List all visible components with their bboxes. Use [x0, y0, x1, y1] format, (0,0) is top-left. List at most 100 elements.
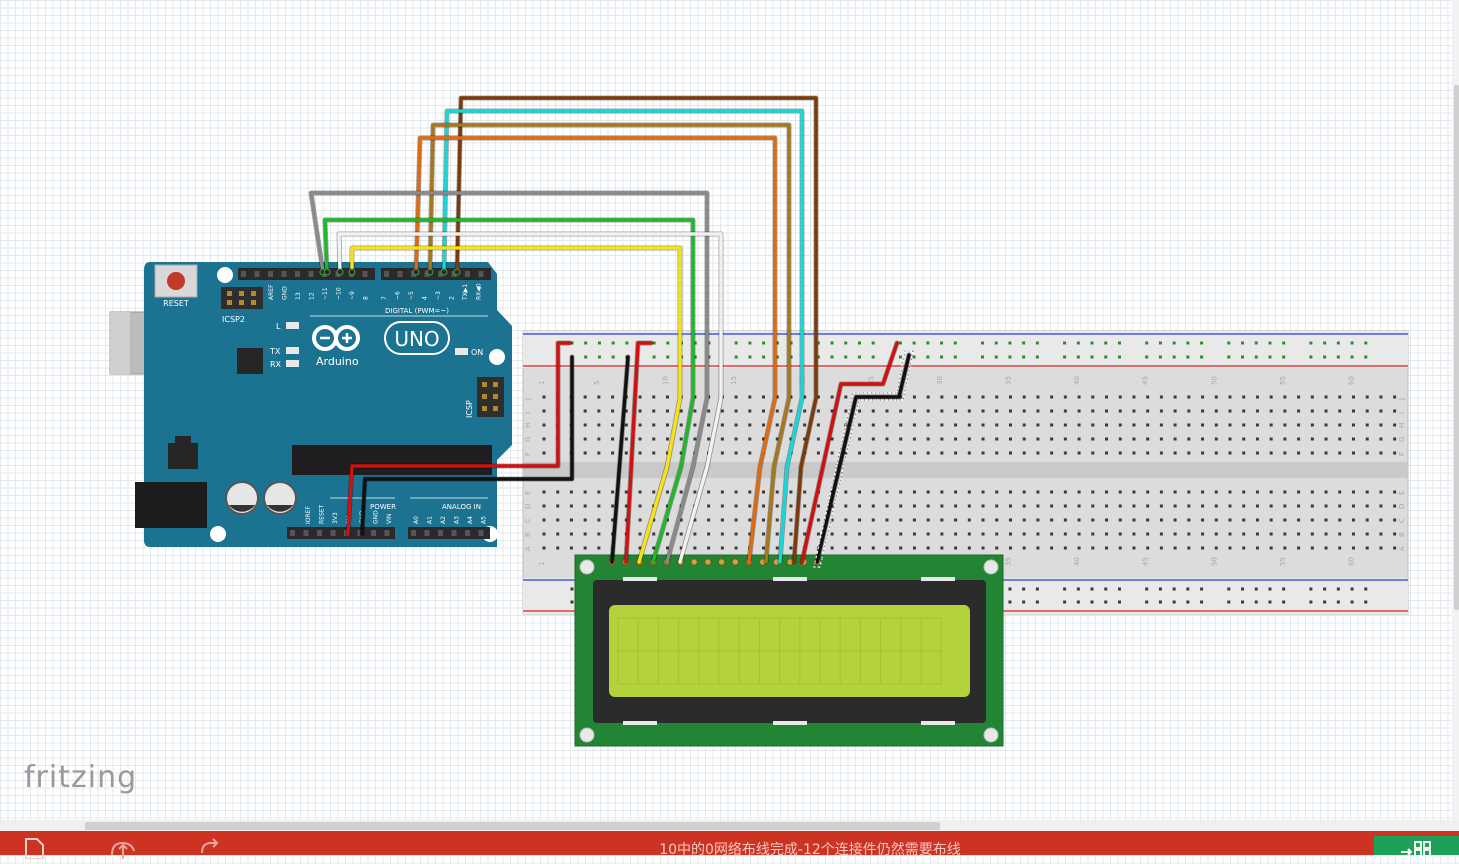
power-rail-hole: [1350, 355, 1354, 359]
power-rail-hole: [1336, 587, 1340, 591]
breadboard-hole: [1393, 423, 1397, 427]
power-rail-hole: [1172, 587, 1176, 591]
breadboard-hole: [542, 423, 546, 427]
lcd-bezel-tab: [623, 577, 657, 581]
power-rail-hole: [789, 355, 793, 359]
breadboard-hole: [1351, 437, 1355, 441]
breadboard-hole: [597, 532, 601, 536]
power-rail-hole: [1309, 355, 1313, 359]
breadboard-hole: [693, 395, 697, 399]
breadboard-hole: [1365, 504, 1369, 508]
breadboard-hole: [1050, 504, 1054, 508]
breadboard-hole: [693, 546, 697, 550]
power-rail-hole: [625, 341, 629, 345]
breadboard-hole: [569, 518, 573, 522]
breadboard-hole: [830, 532, 834, 536]
power-pin-label: A0: [413, 516, 420, 524]
row-letter-label: C: [1398, 518, 1406, 523]
breadboard-hole: [1214, 451, 1218, 455]
breadboard-hole: [830, 518, 834, 522]
header-pin: [411, 530, 416, 536]
breadboard-hole: [830, 451, 834, 455]
wires[interactable]: [308, 95, 912, 565]
breadboard-hole: [967, 532, 971, 536]
breadboard-hole: [995, 504, 999, 508]
breadboard-hole: [1077, 546, 1081, 550]
header-pin: [268, 271, 273, 277]
breadboard-hole: [1338, 490, 1342, 494]
breadboard-hole: [789, 423, 793, 427]
wire-endpoint: [412, 268, 420, 276]
breadboard-hole: [954, 423, 958, 427]
breadboard-hole: [1050, 490, 1054, 494]
breadboard-hole: [1118, 490, 1122, 494]
breadboard-hole: [1338, 409, 1342, 413]
power-rail-hole: [1145, 600, 1149, 604]
breadboard-hole: [1063, 437, 1067, 441]
reset-button-cap[interactable]: [167, 272, 185, 290]
breadboard-hole: [1118, 504, 1122, 508]
breadboard-hole: [981, 437, 985, 441]
share-button[interactable]: [20, 835, 50, 860]
breadboard-hole: [1310, 490, 1314, 494]
power-rail-hole: [666, 355, 670, 359]
breadboard-hole: [1077, 490, 1081, 494]
breadboard-hole: [1173, 532, 1177, 536]
breadboard-hole: [858, 409, 862, 413]
lcd-bezel-tab: [773, 721, 807, 725]
breadboard-hole: [693, 518, 697, 522]
lcd-bezel-tab: [623, 721, 657, 725]
power-rail-hole: [1241, 587, 1245, 591]
power-rail-hole: [1022, 341, 1026, 345]
breadboard-hole: [1091, 546, 1095, 550]
upload-button[interactable]: [108, 835, 138, 859]
breadboard-hole: [1310, 437, 1314, 441]
breadboard-hole: [954, 532, 958, 536]
breadboard-hole: [1132, 395, 1136, 399]
breadboard-hole: [858, 532, 862, 536]
arduino-uno-board[interactable]: RESET ICSP2 ICSP L TX RX ON: [109, 262, 512, 547]
breadboard-hole: [720, 409, 724, 413]
breadboard-hole: [762, 490, 766, 494]
breadboard-hole: [912, 395, 916, 399]
column-number-label: 5: [593, 381, 601, 385]
row-letter-label: J: [524, 398, 532, 401]
breadboard-hole: [899, 504, 903, 508]
breadboard-hole: [624, 409, 628, 413]
column-number-label: 30: [936, 376, 944, 385]
breadboard-hole: [748, 504, 752, 508]
breadboard-hole: [940, 437, 944, 441]
breadboard-hole: [611, 451, 615, 455]
routing-status-button[interactable]: [1374, 836, 1459, 857]
breadboard-hole: [775, 532, 779, 536]
breadboard-hole: [995, 437, 999, 441]
breadboard-hole: [1105, 451, 1109, 455]
breadboard-hole: [789, 490, 793, 494]
breadboard-hole: [803, 395, 807, 399]
power-rail-hole: [844, 355, 848, 359]
breadboard-hole: [1159, 395, 1163, 399]
power-rail-hole: [1200, 587, 1204, 591]
vertical-scrollbar-thumb[interactable]: [1454, 85, 1459, 610]
breadboard-hole: [1159, 546, 1163, 550]
breadboard-hole: [1050, 395, 1054, 399]
breadboard-hole: [871, 409, 875, 413]
row-letter-label: F: [524, 452, 532, 456]
breadboard-hole: [734, 395, 738, 399]
breadboard-hole: [1118, 532, 1122, 536]
refresh-button[interactable]: [196, 835, 226, 855]
breadboard-hole: [1365, 532, 1369, 536]
horizontal-scrollbar-thumb[interactable]: [85, 822, 940, 830]
header-pin: [295, 271, 300, 277]
breadboard-hole: [816, 395, 820, 399]
header-pin: [465, 530, 470, 536]
power-rail-hole: [1336, 355, 1340, 359]
breadboard-hole: [1063, 451, 1067, 455]
lcd-1602-display[interactable]: [574, 554, 1004, 747]
breadboard-hole: [1146, 518, 1150, 522]
breadboard-hole: [1310, 451, 1314, 455]
breadboard-hole: [1379, 423, 1383, 427]
digital-pin-label: ~3: [435, 291, 442, 300]
breadboard-hole: [912, 437, 916, 441]
